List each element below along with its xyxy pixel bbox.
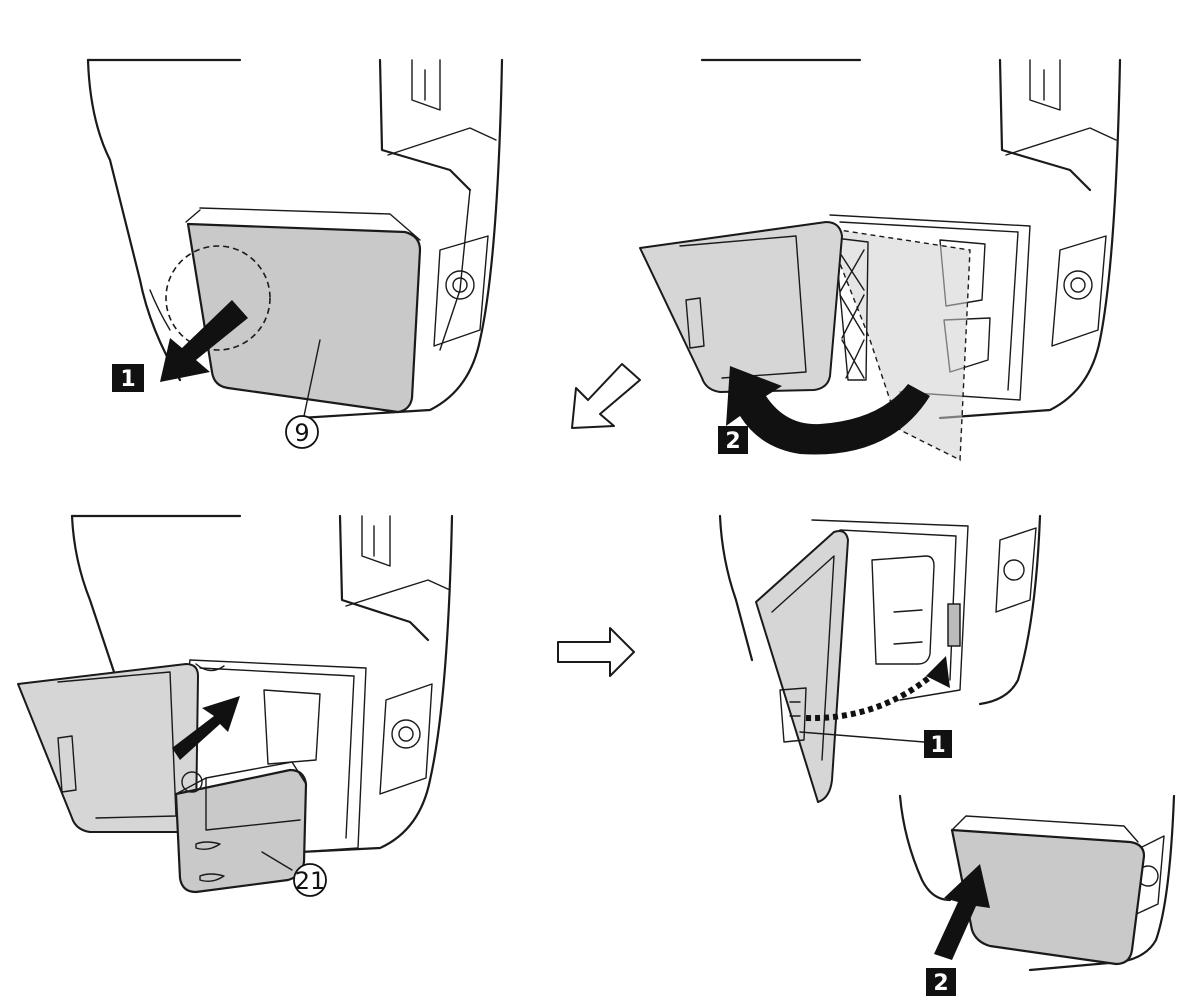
step-panel-close-cover: 1 2: [718, 514, 1176, 996]
callout-number: 21: [295, 867, 326, 895]
hollow-arrow-right-icon: [557, 627, 635, 677]
step-badge-2: 2: [718, 426, 748, 454]
step-badge-1: 1: [924, 730, 952, 758]
cover: [186, 222, 422, 414]
rotate-arrow-icon: [726, 366, 930, 455]
step-badge-2: 2: [926, 968, 956, 996]
step-panel-remove-cover: 1 9: [86, 58, 504, 449]
closed-cover: [950, 828, 1146, 966]
opened-cover: [639, 221, 843, 393]
callout-pack: 21: [293, 863, 327, 897]
step-number: 2: [725, 429, 740, 454]
step-badge-1: 1: [112, 364, 144, 392]
step-panel-insert-pack: 21: [17, 514, 454, 897]
step-number: 2: [933, 971, 948, 996]
push-arrow-icon: [934, 864, 990, 960]
step-panel-open-cover: 2: [639, 58, 1122, 462]
pull-arrow-icon: [160, 300, 248, 382]
callout-cover: 9: [285, 415, 319, 449]
press-area-outline: [165, 245, 271, 351]
callout-number: 9: [294, 419, 309, 447]
insert-arrow-icon: [172, 696, 240, 760]
closing-cover: [755, 530, 849, 803]
step-number: 1: [930, 733, 945, 758]
step-number: 1: [120, 367, 135, 392]
hollow-arrow-down-left-icon: [571, 363, 641, 429]
